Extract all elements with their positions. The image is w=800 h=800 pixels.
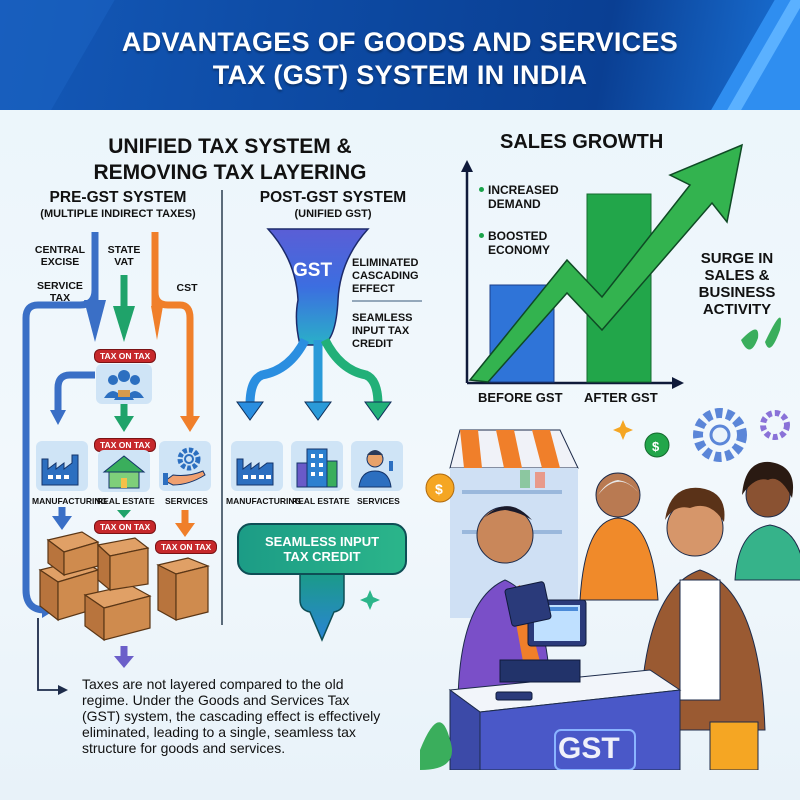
tax-label: EXCISE (40, 256, 80, 268)
bullet-boosted-economy: BOOSTED ECONOMY (479, 229, 551, 257)
bullet-dot (479, 187, 484, 192)
section-title-line: REMOVING TAX LAYERING (93, 161, 367, 184)
flow-box-line: TAX CREDIT (283, 549, 361, 564)
factory-icon (36, 441, 88, 491)
post-gst-title: POST-GST SYSTEM (259, 189, 407, 206)
section-title-line: UNIFIED TAX SYSTEM & (108, 135, 352, 158)
benefit-line: EFFECT (352, 283, 395, 295)
sector-services: SERVICES (165, 496, 208, 506)
sector-manufacturing: MANUFACTURING (32, 496, 108, 506)
tax-cst: CST (172, 282, 202, 294)
surge-line: BUSINESS (698, 284, 776, 301)
benefit-line: INPUT TAX (352, 325, 410, 337)
tax-label: TAX (49, 292, 71, 304)
tax-label: STATE (107, 244, 141, 256)
sector-real-estate: REAL ESTATE (292, 496, 350, 506)
page-title: ADVANTAGES OF GOODS AND SERVICES TAX (GS… (0, 26, 800, 92)
factory-icon (231, 441, 283, 491)
counter-gst-label: GST (558, 732, 620, 765)
tax-state-vat: STATE VAT (104, 244, 144, 268)
bullet-line: ECONOMY (488, 243, 551, 257)
worker-icon (351, 441, 403, 491)
bullet-line: INCREASED (488, 183, 559, 197)
benefit-seamless-itc: SEAMLESS INPUT TAX CREDIT (352, 312, 413, 351)
sector-manufacturing: MANUFACTURING (226, 496, 302, 506)
benefit-line: CASCADING (352, 270, 419, 282)
surge-line: SALES & (704, 267, 770, 284)
header-banner: ADVANTAGES OF GOODS AND SERVICES TAX (GS… (0, 0, 800, 110)
house-icon (98, 450, 150, 492)
title-line-1: ADVANTAGES OF GOODS AND SERVICES (121, 27, 679, 57)
tax-central-excise: CENTRAL EXCISE (30, 244, 90, 268)
benefit-eliminated-cascading: ELIMINATED CASCADING EFFECT (352, 257, 419, 296)
title-line-2: TAX (GST) SYSTEM IN INDIA (212, 60, 588, 90)
post-gst-heading: POST-GST SYSTEM (UNIFIED GST) (228, 189, 438, 221)
benefit-line: SEAMLESS (352, 312, 413, 324)
pre-gst-subtitle: (MULTIPLE INDIRECT TAXES) (40, 208, 196, 220)
x-label-before-gst: BEFORE GST (478, 390, 563, 405)
bullet-line: DEMAND (488, 197, 541, 211)
shop-illustration: $ $ (420, 408, 800, 770)
column-divider (221, 190, 223, 625)
bullet-dot (479, 233, 484, 238)
tax-on-tax-badge: TAX ON TAX (94, 349, 157, 363)
tax-label: CST (176, 282, 198, 294)
tax-label: VAT (114, 256, 134, 268)
benefit-line: CREDIT (352, 338, 393, 350)
surge-line: ACTIVITY (702, 301, 772, 318)
bullet-increased-demand: INCREASED DEMAND (479, 183, 559, 211)
surge-text: SURGE IN SALES & BUSINESS ACTIVITY (682, 250, 792, 318)
gst-funnel-label: GST (293, 260, 333, 281)
sector-services: SERVICES (357, 496, 400, 506)
tax-service-tax: SERVICE TAX (30, 280, 90, 304)
svg-text:$: $ (652, 439, 660, 454)
surge-line: SURGE IN (700, 250, 774, 267)
buildings-icon (291, 441, 343, 491)
post-gst-subtitle: (UNIFIED GST) (294, 208, 372, 220)
tax-on-tax-badge: TAX ON TAX (155, 540, 218, 554)
unified-section-title: UNIFIED TAX SYSTEM & REMOVING TAX LAYERI… (30, 134, 430, 186)
workers-icon (96, 364, 152, 404)
sales-growth-title: SALES GROWTH (500, 131, 664, 153)
flow-box-line: SEAMLESS INPUT (264, 534, 380, 549)
tax-label: CENTRAL (34, 244, 86, 256)
seamless-itc-box: SEAMLESS INPUT TAX CREDIT (237, 523, 407, 575)
sector-real-estate: REAL ESTATE (97, 496, 155, 506)
x-label-after-gst: AFTER GST (584, 390, 658, 405)
tax-on-tax-badge: TAX ON TAX (94, 520, 157, 534)
pre-gst-heading: PRE-GST SYSTEM (MULTIPLE INDIRECT TAXES) (18, 189, 218, 221)
description-paragraph: Taxes are not layered compared to the ol… (82, 676, 381, 756)
pre-gst-title: PRE-GST SYSTEM (49, 189, 187, 206)
tax-label: SERVICE (37, 280, 83, 292)
benefit-line: ELIMINATED (352, 257, 419, 269)
gear-hand-icon (159, 441, 211, 491)
bullet-line: BOOSTED (488, 229, 548, 243)
svg-text:$: $ (435, 481, 443, 497)
